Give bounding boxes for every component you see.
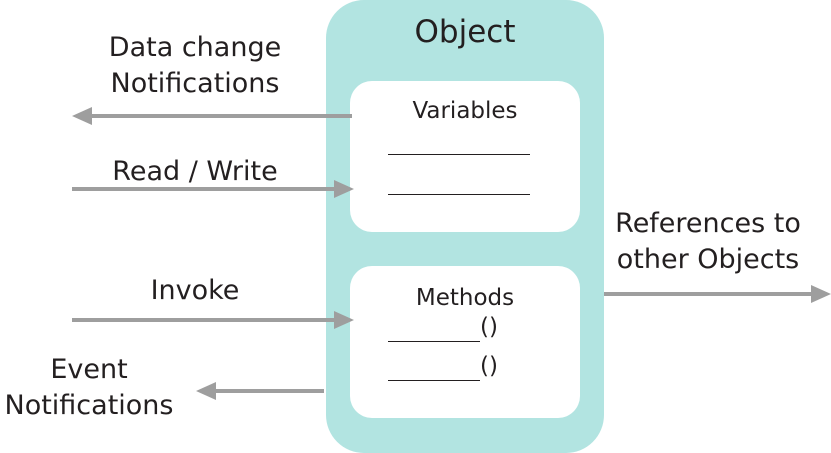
event-notifications-label: Event Notifications bbox=[0, 352, 178, 424]
object-title: Object bbox=[414, 14, 516, 50]
methods-title: Methods bbox=[415, 285, 515, 311]
method-blank-line bbox=[388, 380, 480, 381]
read-write-arrow bbox=[72, 180, 354, 198]
event-label-line2: Notifications bbox=[4, 390, 174, 421]
references-label: References to other Objects bbox=[608, 206, 808, 278]
variable-blank-line bbox=[388, 194, 530, 195]
invoke-label: Invoke bbox=[150, 275, 240, 306]
variables-panel bbox=[350, 81, 580, 232]
invoke-arrow bbox=[72, 311, 354, 329]
method-parens: () bbox=[480, 353, 498, 379]
references-label-line1: References to bbox=[615, 208, 801, 239]
data-change-label-line1: Data change bbox=[108, 32, 282, 63]
references-arrow bbox=[604, 285, 831, 303]
method-blank-line bbox=[388, 341, 480, 342]
read-write-label: Read / Write bbox=[112, 156, 278, 187]
methods-panel bbox=[350, 266, 580, 418]
references-label-line2: other Objects bbox=[616, 244, 800, 275]
data-change-arrow bbox=[72, 107, 352, 125]
data-change-label-line2: Notifications bbox=[110, 68, 280, 99]
variable-blank-line bbox=[388, 154, 530, 155]
method-parens: () bbox=[480, 314, 498, 340]
data-change-label: Data change Notifications bbox=[100, 30, 290, 102]
event-label-line1: Event bbox=[50, 354, 128, 385]
event-notifications-arrow bbox=[196, 382, 324, 400]
variables-title: Variables bbox=[412, 98, 518, 124]
